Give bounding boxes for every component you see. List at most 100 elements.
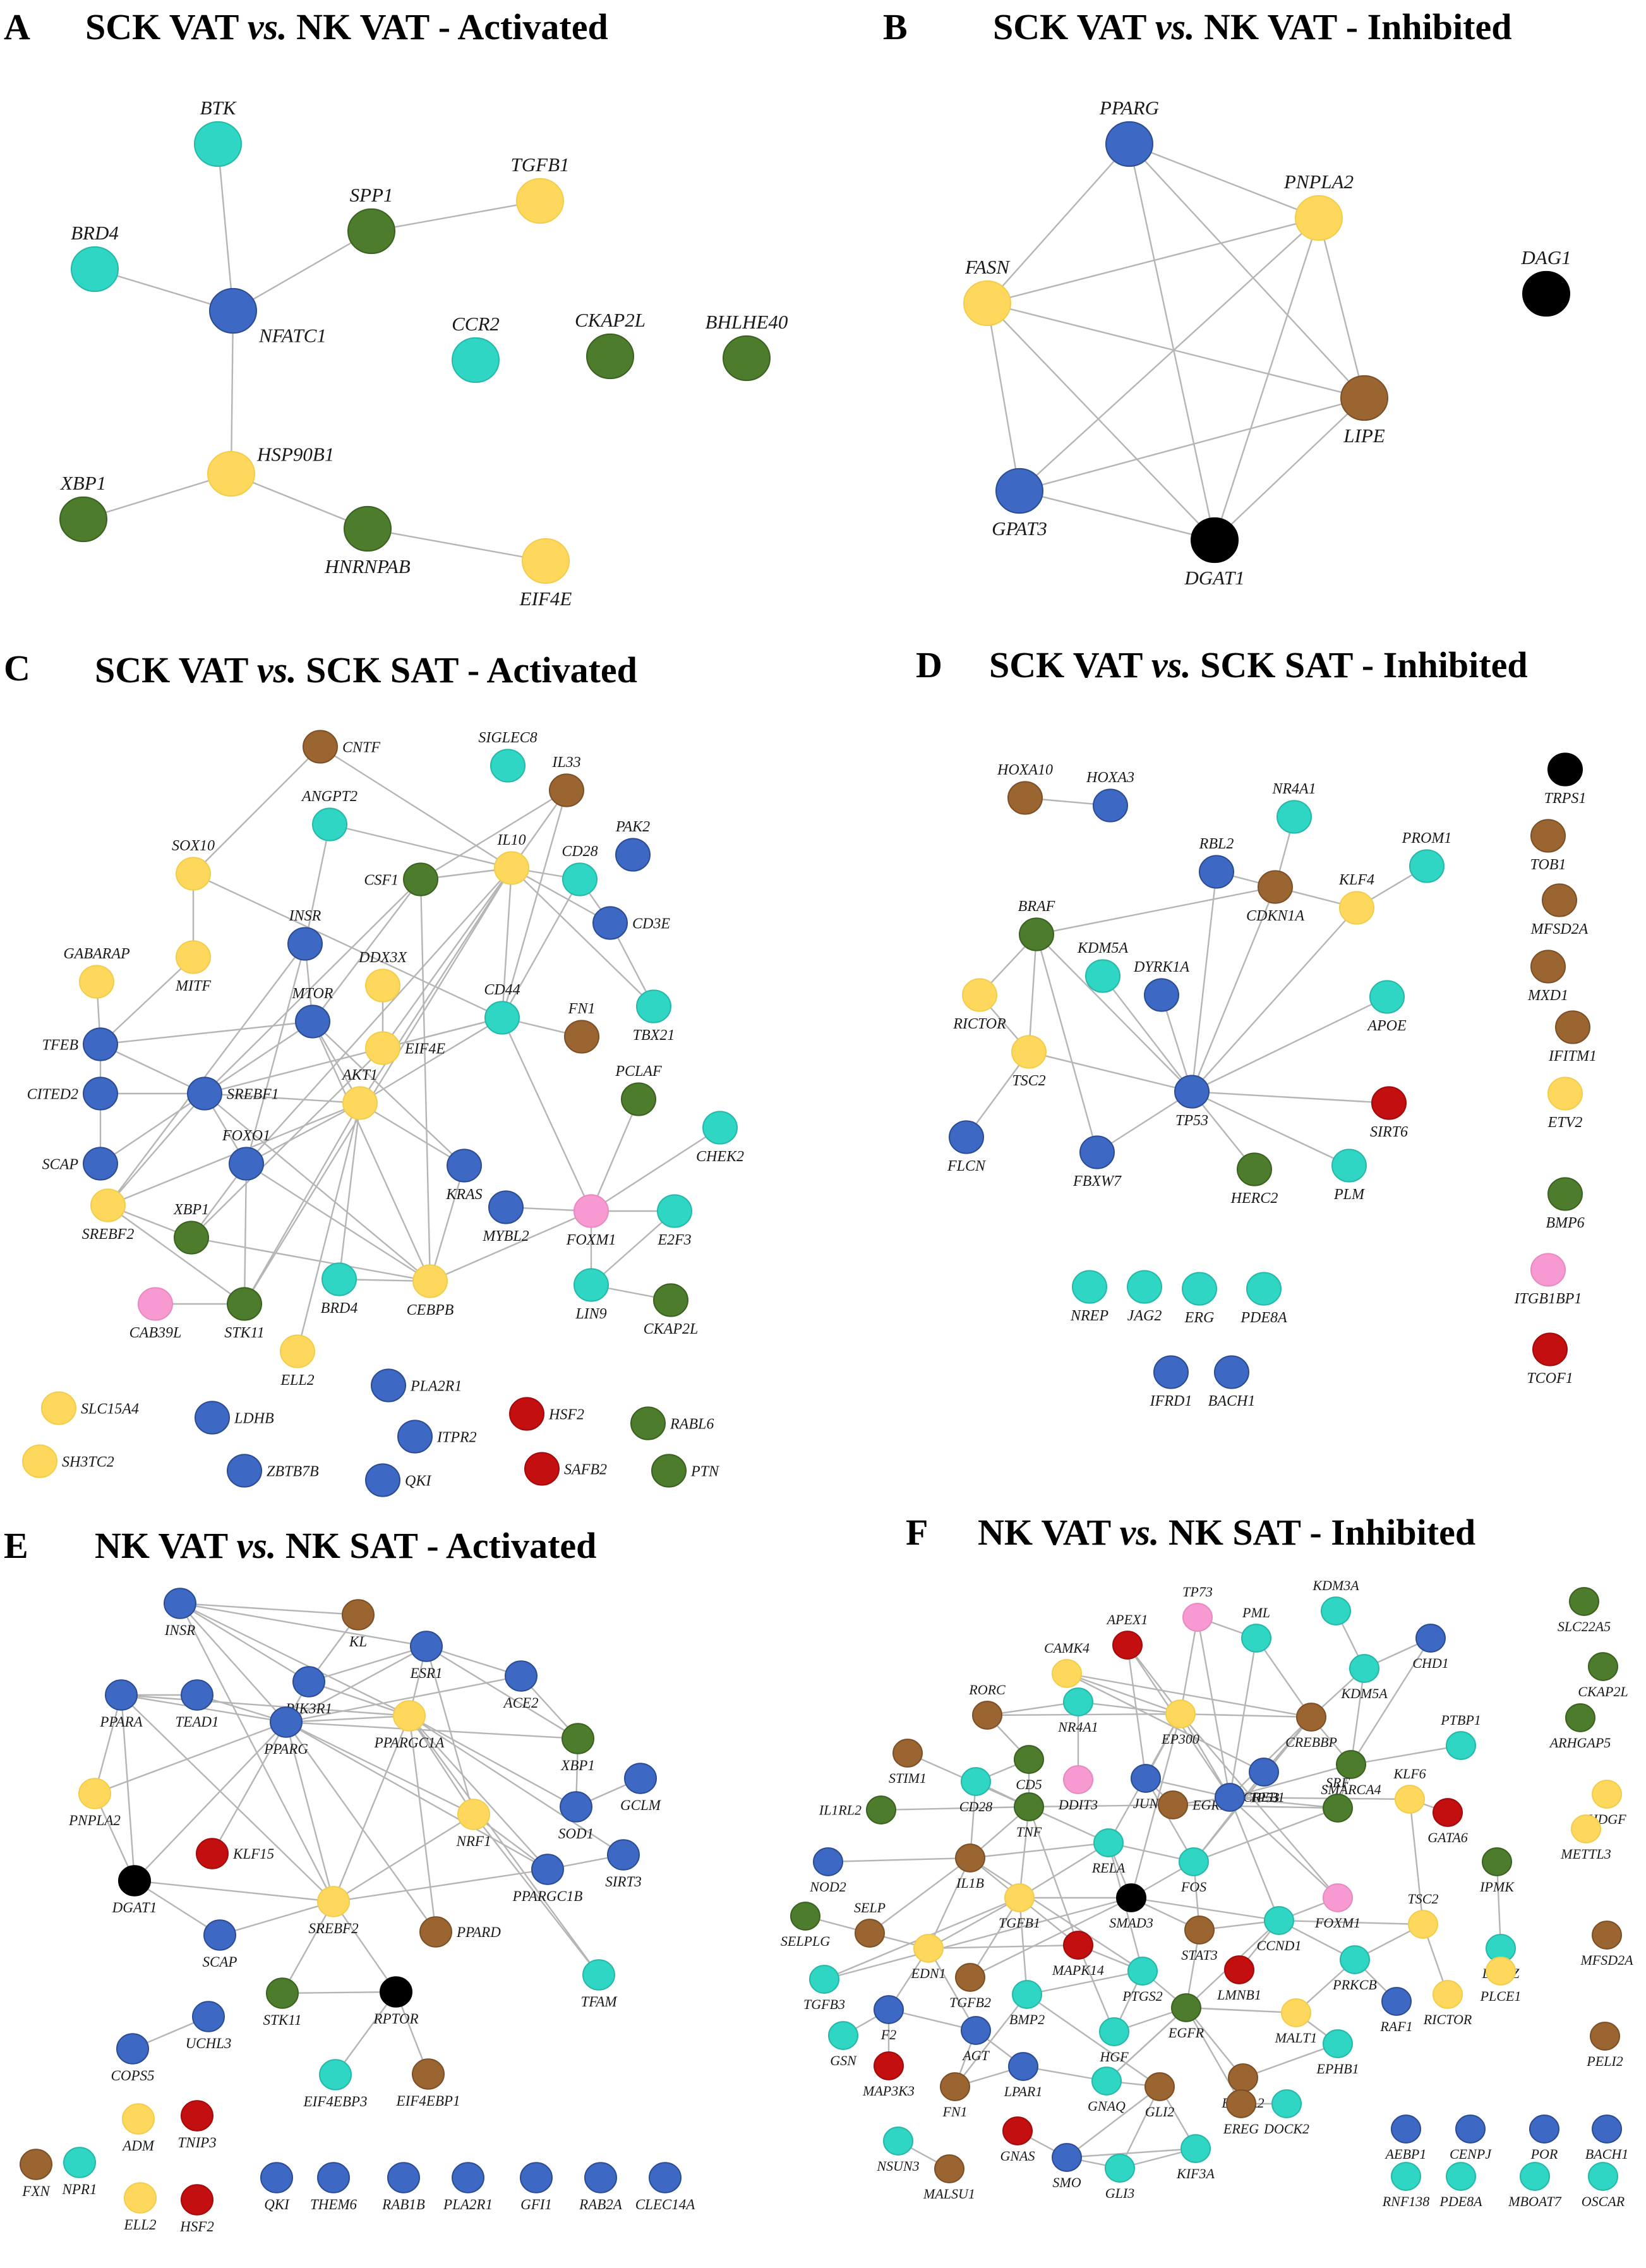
gene-node-tob1[interactable]: TOB1: [1530, 819, 1566, 873]
gene-node-nr4a1[interactable]: NR4A1: [1057, 1687, 1098, 1735]
gene-node-ppard[interactable]: PPARD: [419, 1916, 501, 1948]
node-circle[interactable]: [549, 773, 584, 807]
gene-node-cdkn1a[interactable]: CDKN1A: [1246, 870, 1304, 924]
node-circle[interactable]: [1093, 1828, 1124, 1857]
node-circle[interactable]: [1455, 2114, 1486, 2144]
gene-node-cited2[interactable]: CITED2: [27, 1077, 118, 1111]
gene-node-sirt6[interactable]: SIRT6: [1370, 1086, 1408, 1140]
node-circle[interactable]: [227, 1454, 262, 1488]
node-circle[interactable]: [83, 1027, 118, 1061]
gene-node-gnaq[interactable]: GNAQ: [1088, 2066, 1126, 2114]
node-circle[interactable]: [387, 2162, 420, 2193]
node-circle[interactable]: [723, 335, 771, 382]
gene-node-mfsd2a[interactable]: MFSD2A: [1530, 883, 1589, 938]
node-circle[interactable]: [1199, 855, 1234, 889]
node-circle[interactable]: [319, 2059, 352, 2090]
node-circle[interactable]: [1530, 950, 1566, 984]
gene-node-mettl3[interactable]: METTL3: [1560, 1814, 1611, 1862]
gene-node-xbp1[interactable]: XBP1: [59, 472, 107, 543]
gene-node-bhlhe40[interactable]: BHLHE40: [706, 311, 788, 382]
node-circle[interactable]: [71, 246, 119, 293]
gene-node-tp73[interactable]: TP73: [1182, 1584, 1213, 1632]
node-circle[interactable]: [1323, 1883, 1353, 1912]
node-circle[interactable]: [266, 1977, 299, 2009]
gene-node-cd44[interactable]: CD44: [484, 982, 520, 1035]
gene-node-tfam[interactable]: TFAM: [580, 1959, 618, 2010]
node-circle[interactable]: [122, 2103, 155, 2135]
gene-node-rela[interactable]: RELA: [1091, 1828, 1126, 1876]
node-circle[interactable]: [176, 940, 211, 974]
gene-node-hsf2[interactable]: HSF2: [509, 1397, 584, 1431]
gene-node-nr4a1[interactable]: NR4A1: [1271, 781, 1316, 834]
node-circle[interactable]: [657, 1194, 692, 1228]
node-circle[interactable]: [1530, 819, 1566, 853]
node-circle[interactable]: [1369, 980, 1405, 1014]
gene-node-gli2[interactable]: GLI2: [1144, 2072, 1175, 2120]
gene-node-dag1[interactable]: DAG1: [1520, 246, 1571, 317]
gene-node-npr1[interactable]: NPR1: [62, 2147, 97, 2197]
gene-node-bmp2[interactable]: BMP2: [1009, 1980, 1045, 2027]
node-circle[interactable]: [564, 1020, 599, 1054]
gene-node-stat3[interactable]: STAT3: [1181, 1915, 1218, 1963]
node-circle[interactable]: [1063, 1687, 1093, 1716]
gene-node-ephb1[interactable]: EPHB1: [1316, 2029, 1359, 2077]
node-circle[interactable]: [78, 1778, 111, 1809]
node-circle[interactable]: [1446, 1731, 1476, 1760]
node-circle[interactable]: [649, 2162, 682, 2193]
node-circle[interactable]: [260, 2162, 293, 2193]
gene-node-pnpla2[interactable]: PNPLA2: [1283, 171, 1354, 241]
node-circle[interactable]: [403, 862, 438, 896]
node-circle[interactable]: [295, 1004, 330, 1039]
gene-node-kdm5a[interactable]: KDM5A: [1077, 940, 1128, 993]
node-circle[interactable]: [1588, 2162, 1618, 2191]
gene-node-safb2[interactable]: SAFB2: [524, 1452, 607, 1486]
node-circle[interactable]: [1555, 1010, 1590, 1044]
gene-node-tcof1[interactable]: TCOF1: [1527, 1332, 1573, 1387]
node-circle[interactable]: [447, 1149, 482, 1183]
gene-node-kl[interactable]: KL: [342, 1599, 375, 1650]
node-circle[interactable]: [393, 1700, 426, 1732]
gene-node-ckap2l[interactable]: CKAP2L: [644, 1283, 699, 1337]
node-circle[interactable]: [913, 1934, 944, 1963]
gene-node-mybl2[interactable]: MYBL2: [482, 1190, 529, 1245]
gene-node-trps1[interactable]: TRPS1: [1544, 752, 1587, 807]
gene-node-insr[interactable]: INSR: [164, 1588, 196, 1638]
gene-node-pparg[interactable]: PPARG: [1099, 97, 1159, 167]
gene-node-lpar1[interactable]: LPAR1: [1004, 2052, 1043, 2099]
node-circle[interactable]: [1409, 849, 1445, 883]
gene-node-aebp1[interactable]: AEBP1: [1385, 2114, 1427, 2162]
gene-node-ddit3[interactable]: DDIT3: [1058, 1765, 1098, 1813]
gene-node-hsf2[interactable]: HSF2: [179, 2184, 214, 2235]
gene-node-prom1[interactable]: PROM1: [1402, 830, 1452, 883]
node-circle[interactable]: [653, 1283, 688, 1317]
gene-node-klf4[interactable]: KLF4: [1338, 872, 1374, 925]
gene-node-herc2[interactable]: HERC2: [1230, 1152, 1278, 1207]
node-circle[interactable]: [562, 1723, 594, 1754]
gene-node-creb1[interactable]: CREB1: [1243, 1758, 1285, 1805]
node-circle[interactable]: [484, 1001, 520, 1035]
gene-node-ptgs2[interactable]: PTGS2: [1122, 1957, 1163, 2004]
gene-node-nrep[interactable]: NREP: [1070, 1270, 1108, 1324]
node-circle[interactable]: [1182, 1272, 1217, 1306]
node-circle[interactable]: [1486, 1957, 1516, 1986]
gene-node-clec14a[interactable]: CLEC14A: [635, 2162, 696, 2212]
node-circle[interactable]: [1522, 270, 1570, 317]
node-circle[interactable]: [1105, 121, 1153, 167]
node-circle[interactable]: [1415, 1624, 1446, 1653]
gene-node-rorc[interactable]: RORC: [968, 1682, 1006, 1730]
node-circle[interactable]: [1529, 2114, 1559, 2144]
gene-node-pclaf[interactable]: PCLAF: [615, 1063, 662, 1116]
node-circle[interactable]: [59, 496, 107, 543]
node-circle[interactable]: [79, 965, 114, 999]
gene-node-cebpb[interactable]: CEBPB: [407, 1264, 454, 1318]
node-circle[interactable]: [452, 337, 500, 383]
node-circle[interactable]: [1590, 2022, 1620, 2051]
gene-node-tp53[interactable]: TP53: [1215, 1783, 1280, 1812]
node-circle[interactable]: [809, 1965, 839, 1994]
gene-node-fxn[interactable]: FXN: [20, 2149, 52, 2199]
gene-node-srf[interactable]: SRF: [1323, 1775, 1353, 1823]
node-circle[interactable]: [1180, 2134, 1211, 2163]
node-circle[interactable]: [1019, 917, 1054, 951]
node-circle[interactable]: [1052, 1659, 1082, 1688]
node-circle[interactable]: [1246, 1272, 1282, 1306]
